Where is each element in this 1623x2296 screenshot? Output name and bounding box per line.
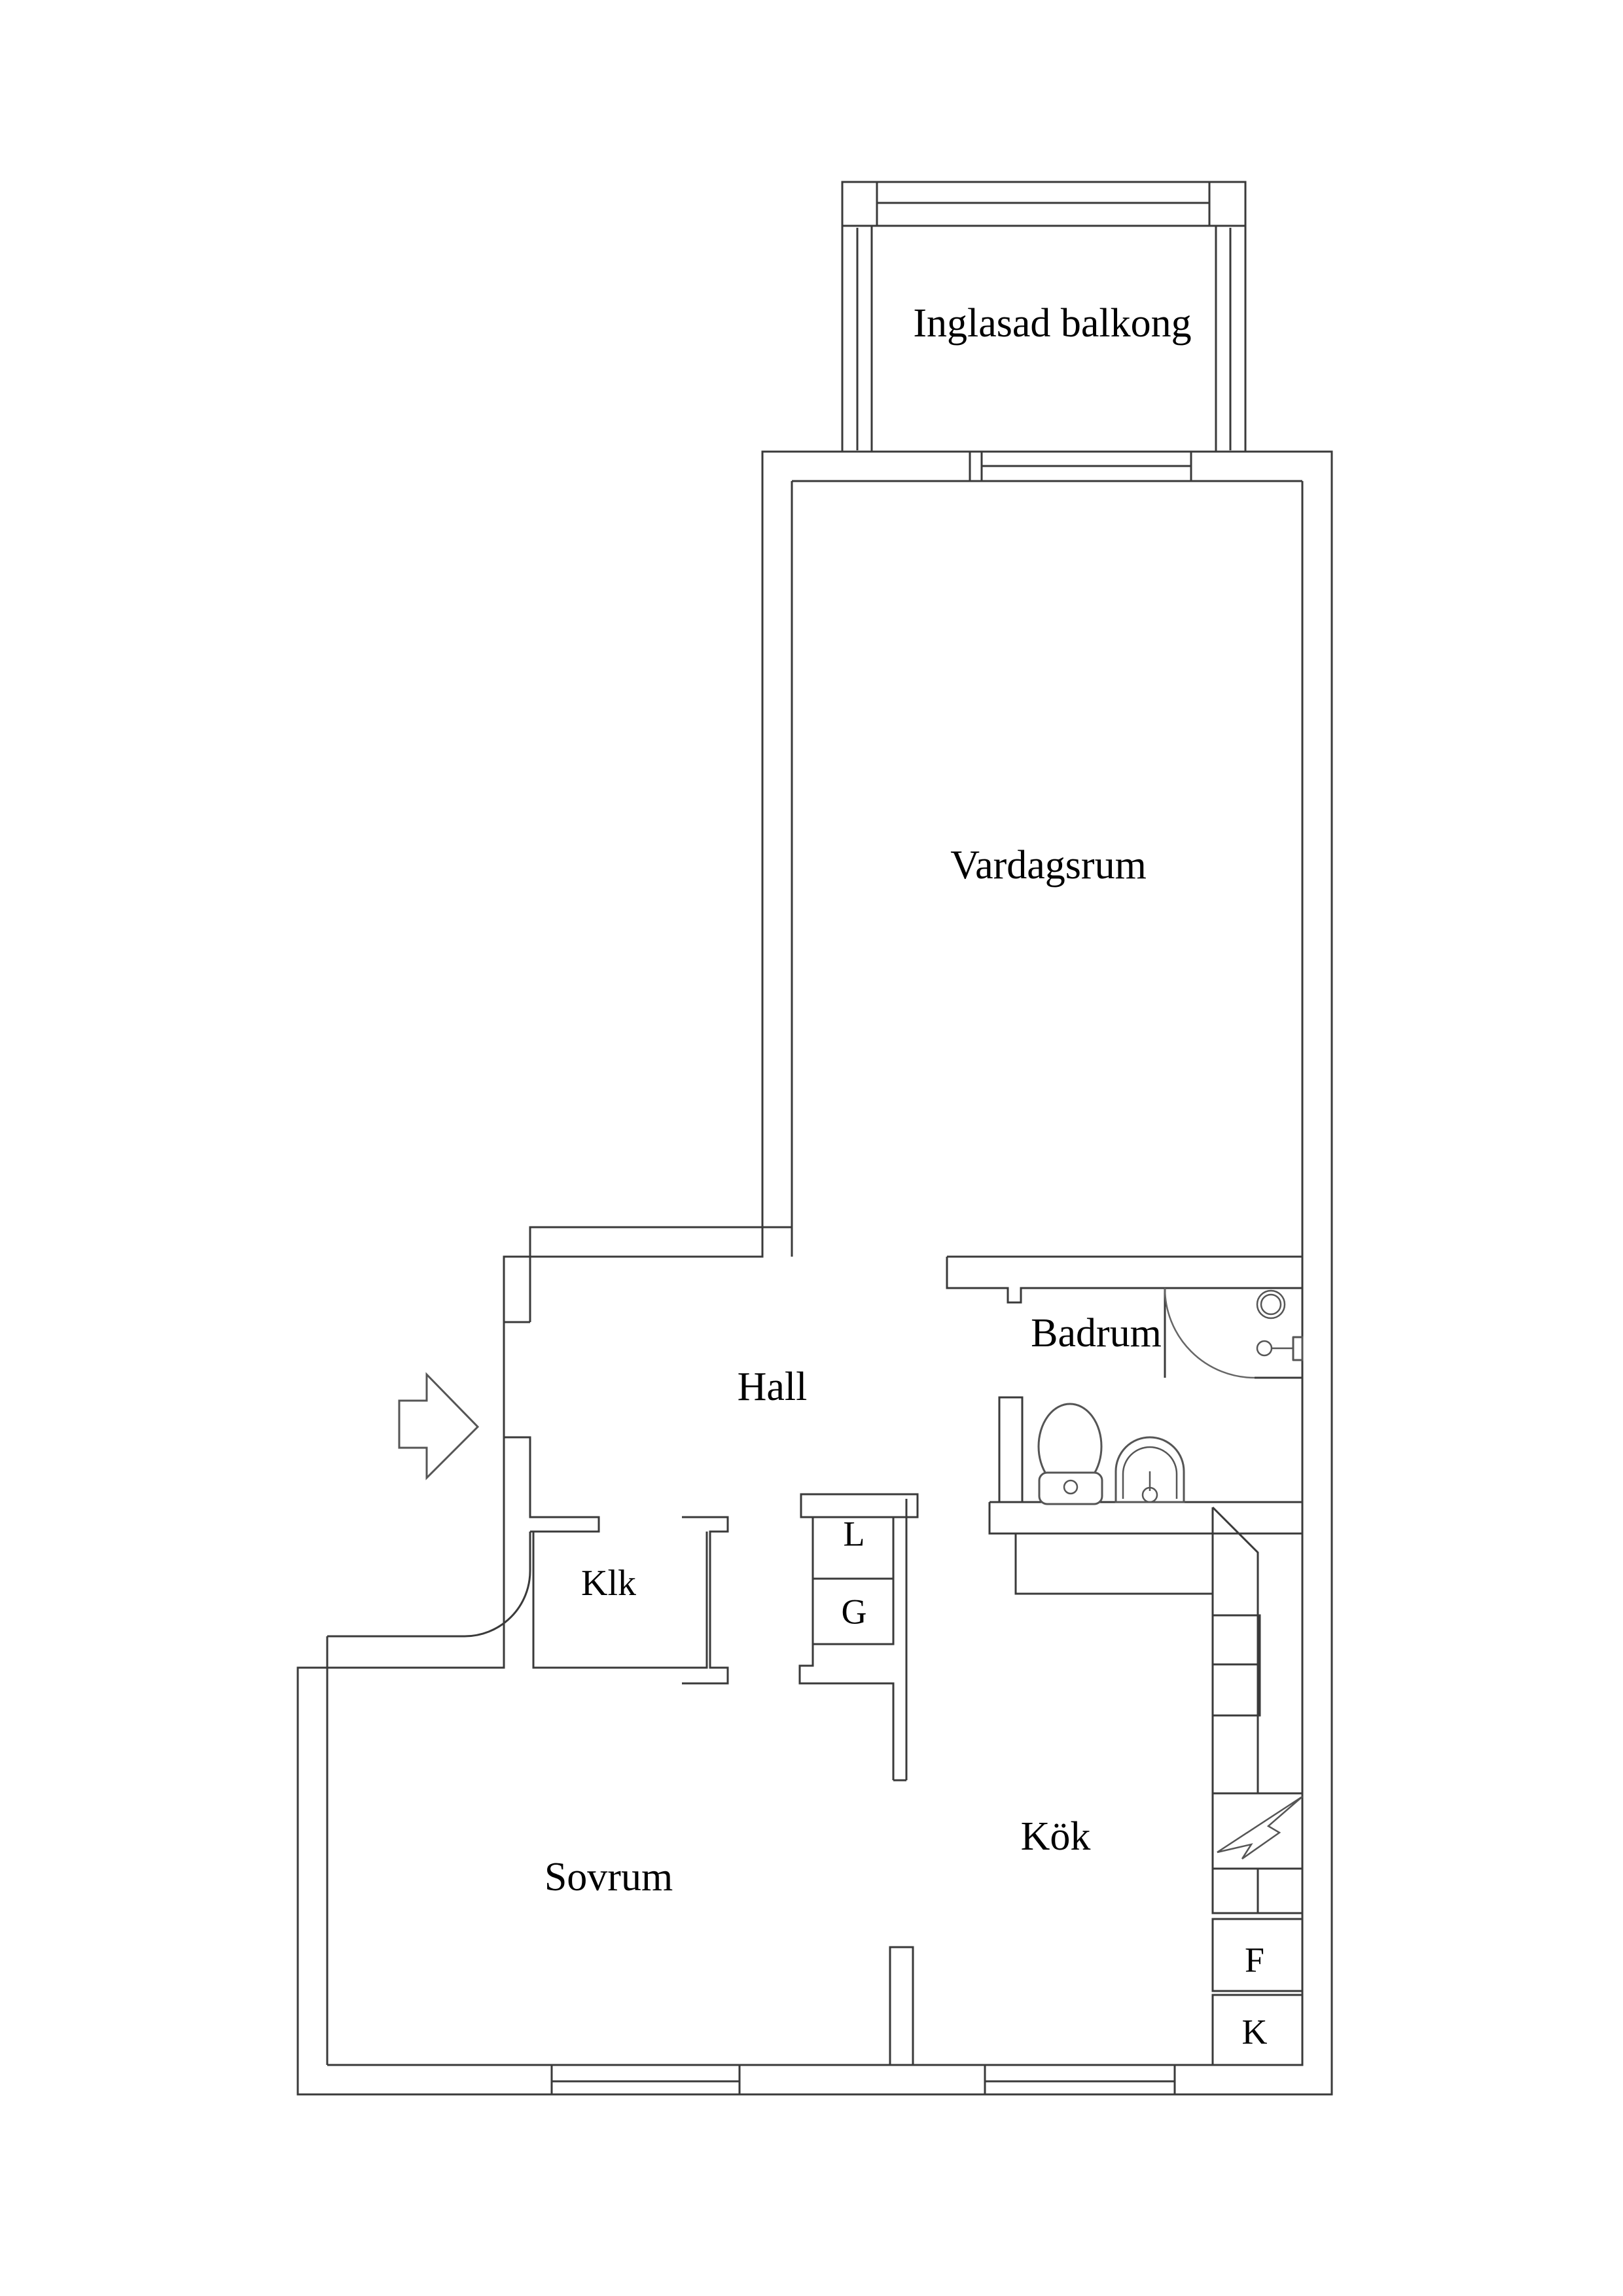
closet-structure <box>532 1516 729 1685</box>
appliance-labels: L G F K <box>842 1514 1268 2051</box>
floor-drain-fixture <box>1256 1289 1286 1319</box>
hall-structure <box>326 1257 600 1695</box>
room-label-bathroom: Badrum <box>1031 1311 1162 1355</box>
appliance-label-dryer: G <box>842 1592 867 1631</box>
entrance-arrow <box>398 1372 480 1480</box>
appliance-label-laundry: L <box>844 1514 865 1553</box>
bedroom-window-left <box>550 2065 741 2094</box>
kitchen-counter-corner-diagonal <box>1211 1506 1259 1594</box>
stove-fixture <box>1211 1792 1304 1870</box>
outer-wall-outline <box>296 450 1333 2096</box>
hall-entrance-wall-inner-lower <box>504 1436 600 1533</box>
closet-walls <box>532 1532 708 1669</box>
outer-wall-inner-face-upper-left <box>529 481 793 1266</box>
closet-door-panel <box>682 1516 729 1685</box>
room-label-living-room: Vardagsrum <box>950 843 1147 888</box>
bathroom-south-wall-inner <box>988 1502 1302 1535</box>
freezer-box <box>1211 1918 1304 1992</box>
laundry-cabinet-structure <box>798 1493 919 1780</box>
refrigerator-box <box>1211 1994 1304 2066</box>
room-labels: Inglasad balkong Vardagsrum Badrum Hall … <box>544 301 1192 1899</box>
washbasin-fixture <box>1115 1436 1185 1503</box>
laundry-cabinet-head <box>800 1493 919 1518</box>
bedroom-window-right <box>984 2065 1176 2094</box>
bathroom-door-swing <box>1164 1287 1255 1379</box>
bedroom-structure <box>550 1946 1176 2094</box>
bathroom-partition-wall <box>998 1396 1024 1503</box>
kitchen-cabinet-box-1 <box>1211 1614 1261 1666</box>
room-label-hall: Hall <box>738 1365 808 1409</box>
laundry-cabinet-body <box>812 1516 895 1645</box>
toilet-fixture <box>1037 1403 1103 1505</box>
room-label-bedroom: Sovrum <box>544 1855 673 1899</box>
hall-rounded-corner <box>327 1570 531 1638</box>
living-room-south-wall-inner <box>946 1257 1302 1304</box>
appliance-label-refrigerator: K <box>1242 2012 1268 2051</box>
apartment-outer-shell <box>296 450 1333 2096</box>
balcony-door-jamb <box>970 450 983 481</box>
shower-mixer-fixture <box>1256 1336 1304 1361</box>
kitchen-counter-north <box>1014 1534 1213 1595</box>
kitchen-structure <box>893 1506 1304 2066</box>
room-label-closet: Klk <box>581 1563 636 1604</box>
bedroom-kitchen-partition <box>889 1946 914 2066</box>
laundry-wall-continuation <box>798 1644 895 1780</box>
room-label-balcony: Inglasad balkong <box>913 301 1191 346</box>
living-room-structure <box>791 450 1302 1304</box>
appliance-label-freezer: F <box>1245 1940 1264 1979</box>
balcony-pier-ne <box>1208 181 1247 227</box>
kitchen-cabinet-box-2 <box>1211 1663 1261 1717</box>
bathroom-structure <box>988 1287 1304 1535</box>
room-label-kitchen: Kök <box>1021 1814 1091 1859</box>
balcony-pier-nw <box>841 181 878 227</box>
kitchen-sink-fixture <box>1211 1867 1304 1914</box>
